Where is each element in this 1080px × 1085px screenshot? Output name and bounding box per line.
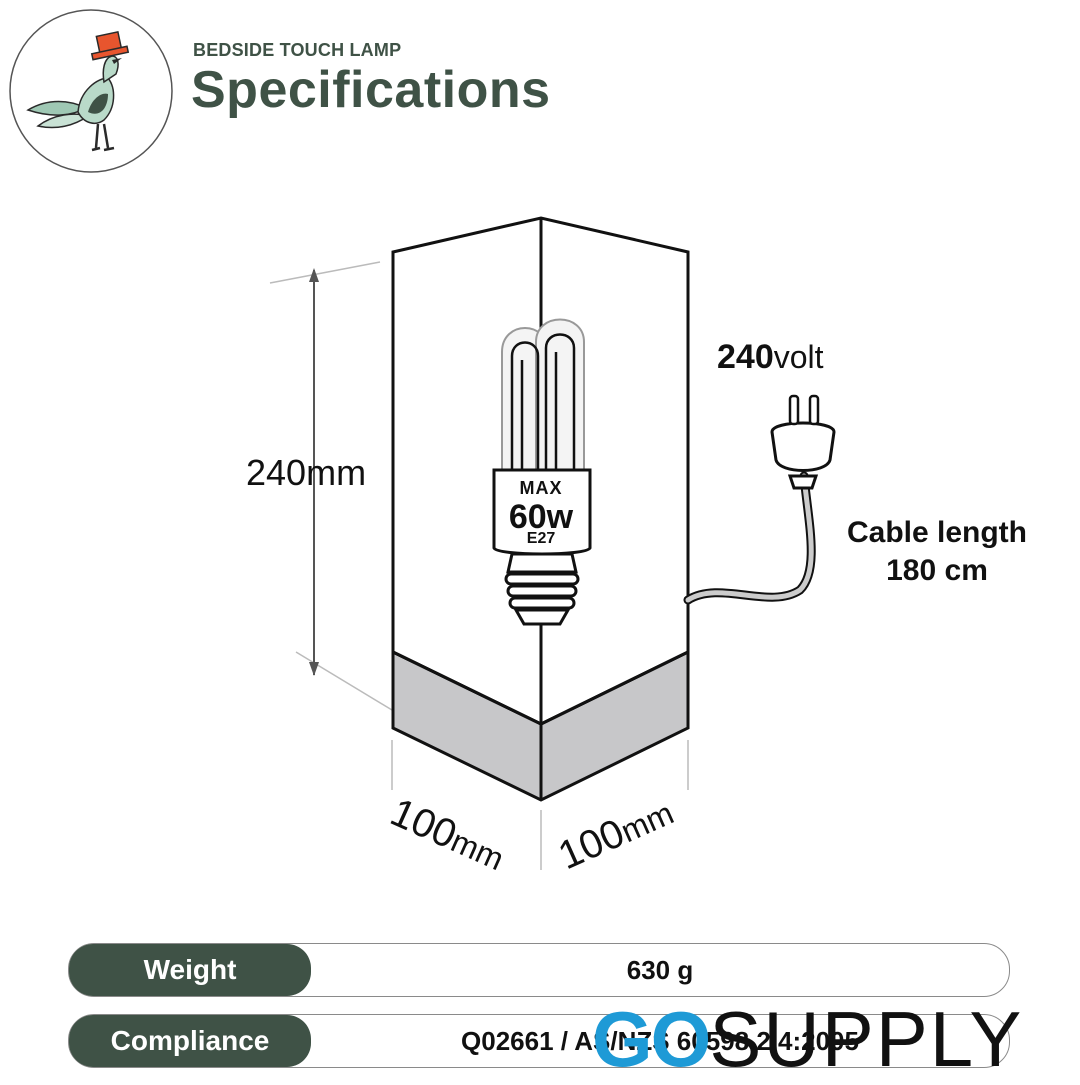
brand-logo-bird-icon bbox=[9, 9, 173, 173]
height-dimension-label: 240mm bbox=[246, 452, 367, 493]
spec-label: Weight bbox=[69, 944, 311, 996]
product-eyebrow: BEDSIDE TOUCH LAMP bbox=[193, 40, 402, 60]
spec-row-compliance: Compliance Q02661 / AS/NZS 60598.2.4:200… bbox=[68, 1014, 1010, 1068]
bulb-wattage-label: 60w bbox=[508, 498, 574, 536]
spec-value: Q02661 / AS/NZS 60598.2.4:2005 bbox=[461, 1025, 859, 1056]
bulb-max-label: MAX bbox=[519, 478, 563, 498]
brand-part-supply: SUPPLY bbox=[709, 994, 1024, 1083]
cable-length-label: Cable length 180 cm bbox=[846, 516, 1027, 587]
page-title: Specifications bbox=[191, 61, 551, 119]
voltage-label: 240volt bbox=[717, 338, 824, 376]
spec-value: 630 g bbox=[626, 954, 694, 985]
bulb-base-label: E27 bbox=[526, 530, 556, 547]
spec-label: Compliance bbox=[69, 1015, 311, 1067]
spec-row-weight: Weight 630 g bbox=[68, 943, 1010, 997]
brand-part-go: GO bbox=[592, 994, 711, 1083]
